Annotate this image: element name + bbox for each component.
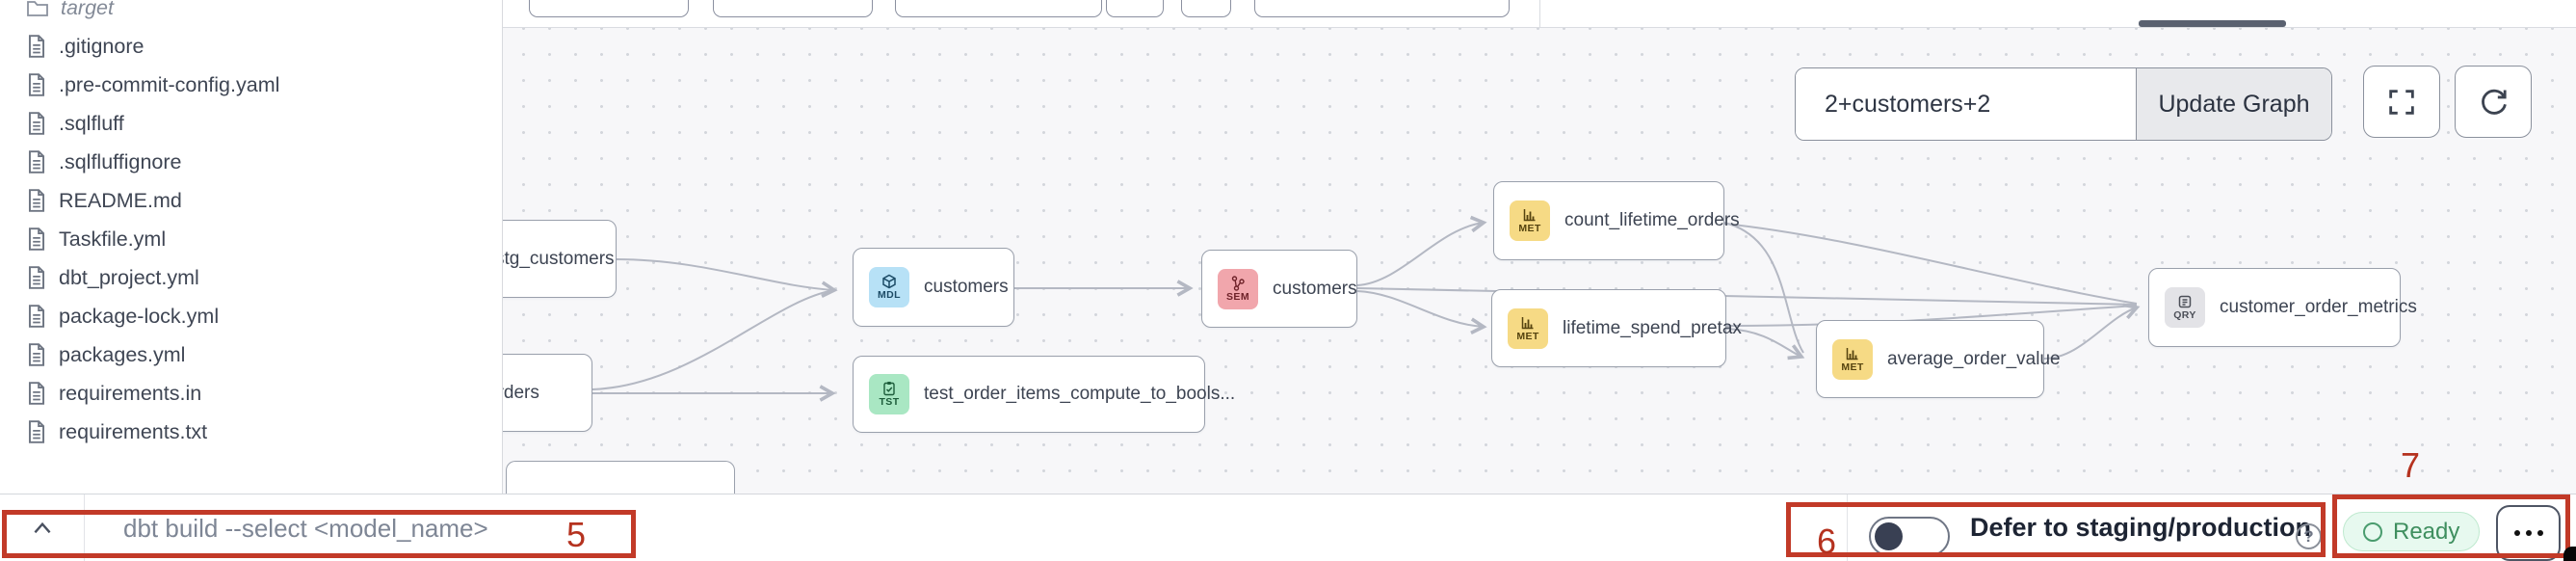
- sidebar-item-sqlfluffignore[interactable]: .sqlfluffignore: [0, 143, 502, 181]
- sidebar-item-gitignore[interactable]: .gitignore: [0, 27, 502, 66]
- sidebar-item-requirements-txt[interactable]: requirements.txt: [0, 413, 502, 451]
- active-tab-indicator: [2139, 20, 2286, 27]
- toggle-knob: [1875, 522, 1903, 550]
- node-label: average_order_value: [1887, 348, 2061, 369]
- command-input[interactable]: dbt build --select <model_name>: [123, 513, 488, 543]
- bottom-bar-divider: [84, 494, 85, 561]
- semantic-model-badge: SEM: [1218, 268, 1258, 309]
- metric-badge: MET: [1832, 338, 1873, 380]
- graph-node-customers-model[interactable]: MDL customers: [853, 248, 1014, 327]
- query-icon: [2178, 296, 2192, 308]
- top-cutoff-button-5[interactable]: [1181, 0, 1231, 17]
- sidebar-item-taskfile[interactable]: Taskfile.yml: [0, 220, 502, 258]
- defer-label: Defer to staging/production: [1970, 512, 2311, 542]
- saved-query-badge: QRY: [2165, 287, 2205, 328]
- file-icon: [28, 382, 45, 405]
- selector-input[interactable]: 2+customers+2: [1796, 68, 2136, 140]
- bottom-bar-divider-2: [1847, 494, 1848, 561]
- bar-chart-icon: [1523, 209, 1536, 222]
- graph-node-cutoff-bottom[interactable]: [506, 461, 735, 494]
- graph-node-count-lifetime-orders[interactable]: MET count_lifetime_orders: [1493, 181, 1740, 260]
- file-icon: [28, 35, 45, 58]
- sidebar-item-sqlfluff[interactable]: .sqlfluff: [0, 104, 502, 143]
- clipboard-check-icon: [883, 382, 895, 396]
- cube-icon: [882, 274, 896, 289]
- top-toolbar-strip: [503, 0, 2576, 28]
- defer-toggle[interactable]: [1869, 517, 1950, 556]
- window-corner: [2563, 547, 2576, 561]
- folder-icon: [27, 1, 48, 16]
- test-badge: TST: [869, 374, 909, 414]
- node-label: stg_customers: [495, 248, 615, 269]
- collapse-panel-button[interactable]: [23, 512, 62, 545]
- node-label: lifetime_spend_pretax: [1563, 317, 1742, 338]
- sidebar-item-package-lock[interactable]: package-lock.yml: [0, 297, 502, 335]
- node-label: count_lifetime_orders: [1564, 210, 1740, 230]
- status-circle-icon: [2363, 521, 2382, 542]
- chevron-up-icon: [34, 521, 51, 534]
- sidebar-item-target[interactable]: target: [0, 0, 502, 27]
- node-label: test_order_items_compute_to_bools...: [924, 384, 1236, 404]
- fullscreen-button[interactable]: [2363, 66, 2440, 138]
- graph-node-customer-order-metrics[interactable]: QRY customer_order_metrics: [2148, 268, 2417, 347]
- top-cutoff-button-6[interactable]: [1254, 0, 1510, 17]
- sidebar-item-dbt-project[interactable]: dbt_project.yml: [0, 258, 502, 297]
- sidebar-item-readme[interactable]: README.md: [0, 181, 502, 220]
- node-label: customers: [924, 277, 1009, 297]
- metric-badge: MET: [1510, 200, 1550, 241]
- top-strip-divider: [1539, 0, 1540, 28]
- graph-node-test-order-items[interactable]: TST test_order_items_compute_to_bools...: [853, 356, 1235, 433]
- file-icon: [28, 150, 45, 174]
- refresh-button[interactable]: [2455, 66, 2532, 138]
- refresh-icon: [2482, 89, 2507, 115]
- file-icon: [28, 189, 45, 212]
- graph-node-lifetime-spend-pretax[interactable]: MET lifetime_spend_pretax: [1491, 289, 1742, 367]
- metric-badge: MET: [1508, 307, 1548, 349]
- top-cutoff-button-2[interactable]: [713, 0, 873, 17]
- help-icon[interactable]: ?: [2296, 523, 2322, 549]
- update-graph-button[interactable]: Update Graph: [2136, 68, 2331, 140]
- top-cutoff-button-4[interactable]: [1106, 0, 1164, 17]
- status-badge[interactable]: Ready: [2343, 512, 2481, 551]
- graph-node-customers-semantic[interactable]: SEM customers: [1201, 250, 1357, 328]
- sidebar-item-requirements-in[interactable]: requirements.in: [0, 374, 502, 413]
- bar-chart-icon: [1521, 316, 1534, 329]
- top-cutoff-button-1[interactable]: [529, 0, 689, 17]
- selector-group: 2+customers+2 Update Graph: [1795, 67, 2332, 141]
- file-icon: [28, 73, 45, 96]
- sidebar-item-pre-commit-config[interactable]: .pre-commit-config.yaml: [0, 66, 502, 104]
- ellipsis-icon: [2513, 530, 2520, 536]
- model-badge: MDL: [869, 267, 909, 307]
- file-icon: [28, 112, 45, 135]
- node-label: customer_order_metrics: [2220, 297, 2417, 317]
- fullscreen-icon: [2389, 89, 2414, 115]
- more-options-button[interactable]: [2496, 505, 2561, 561]
- node-label: customers: [1273, 278, 1357, 299]
- bar-chart-icon: [1846, 347, 1858, 360]
- sidebar-item-packages[interactable]: packages.yml: [0, 335, 502, 374]
- file-icon: [28, 420, 45, 443]
- file-list: target .gitignore .pre-commit-config.yam…: [0, 0, 502, 451]
- file-icon: [28, 266, 45, 289]
- file-explorer-sidebar: target .gitignore .pre-commit-config.yam…: [0, 0, 503, 494]
- top-cutoff-button-3[interactable]: [895, 0, 1102, 17]
- file-icon: [28, 227, 45, 251]
- file-icon: [28, 305, 45, 328]
- file-icon: [28, 343, 45, 366]
- graph-node-average-order-value[interactable]: MET average_order_value: [1816, 320, 2061, 398]
- branch-icon: [1231, 276, 1245, 291]
